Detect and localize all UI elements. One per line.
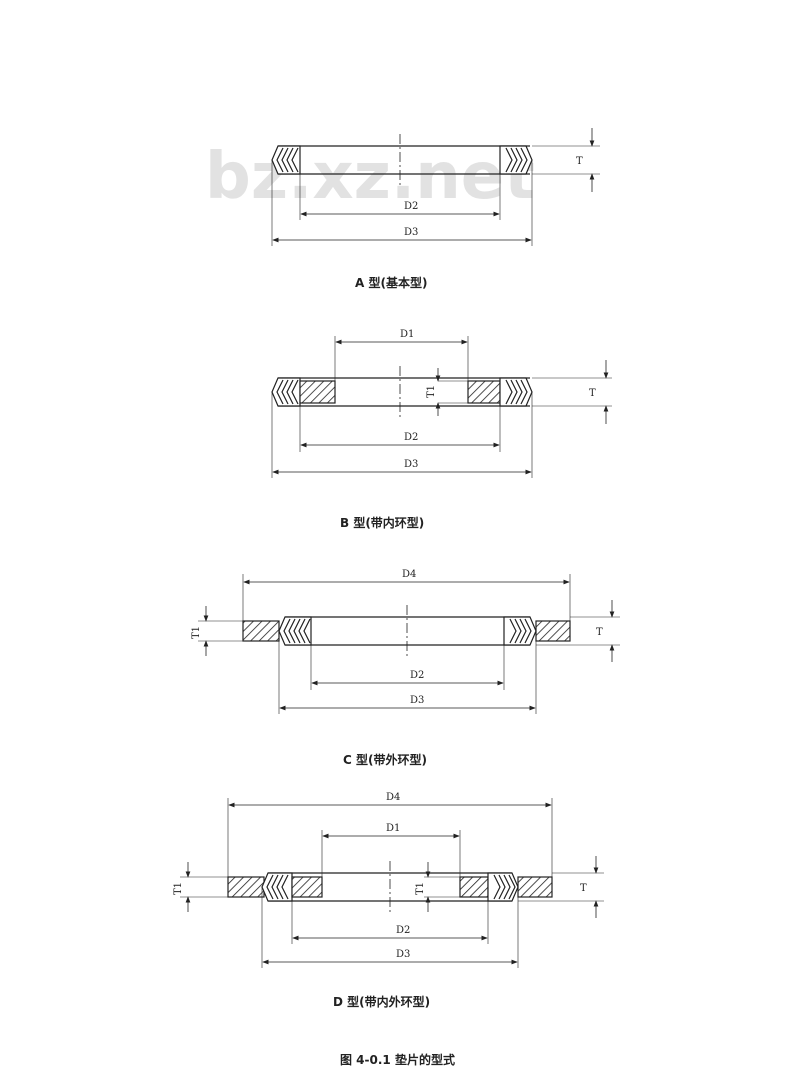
dim-d2-label: D2 — [396, 925, 410, 936]
dim-d4-label: D4 — [386, 792, 400, 803]
dim-d2-label: D2 — [404, 201, 418, 212]
dim-d3-label: D3 — [410, 695, 424, 706]
outer-ring-right — [535, 620, 571, 642]
type-d-drawing: D4 D1 T1 T1 T D2 D3 — [173, 792, 604, 968]
dim-d3-label: D3 — [396, 949, 410, 960]
dim-d3-label: D3 — [404, 227, 418, 238]
dim-t-label: T — [589, 388, 596, 399]
watermark: bz.xz.net — [205, 140, 535, 214]
type-a-drawing: T D2 D3 — [271, 128, 600, 246]
spiral-winding-left — [278, 616, 312, 646]
outer-ring-left — [242, 620, 280, 642]
spiral-winding-right — [499, 145, 533, 175]
dim-d2-label: D2 — [410, 670, 424, 681]
spiral-winding-right — [503, 616, 537, 646]
inner-ring-right — [467, 380, 501, 404]
dim-d1-label: D1 — [386, 823, 400, 834]
dim-t1-label: T1 — [173, 882, 184, 895]
spiral-winding-right — [487, 872, 519, 902]
dim-d3-label: D3 — [404, 459, 418, 470]
inner-ring-left — [291, 876, 323, 898]
type-a-caption: A 型(基本型) — [355, 275, 427, 290]
spiral-winding-left — [261, 872, 293, 902]
inner-ring-right — [459, 876, 489, 898]
inner-ring-left — [299, 380, 336, 404]
dim-t-label: T — [596, 627, 603, 638]
figure-caption: 图 4-0.1 垫片的型式 — [340, 1052, 455, 1067]
spiral-winding-left — [271, 145, 301, 175]
dim-t1-label: T1 — [426, 385, 437, 398]
type-b-drawing: D1 T1 T D2 D3 — [271, 329, 612, 478]
dim-d1-label: D1 — [400, 329, 414, 340]
dim-t1-label: T1 — [191, 626, 202, 639]
outer-ring-left — [227, 876, 265, 898]
type-c-drawing: D4 T1 T D2 D3 — [191, 569, 620, 714]
dim-t-label: T — [576, 156, 583, 167]
dim-d4-label: D4 — [402, 569, 416, 580]
dim-t-label: T — [580, 883, 587, 894]
dim-d2-label: D2 — [404, 432, 418, 443]
type-c-caption: C 型(带外环型) — [343, 752, 427, 767]
dim-t1-inner-label: T1 — [415, 882, 426, 895]
spiral-winding-right — [499, 377, 533, 407]
type-d-caption: D 型(带内外环型) — [333, 994, 430, 1009]
type-b-caption: B 型(带内环型) — [340, 515, 424, 530]
outer-ring-right — [517, 876, 553, 898]
spiral-winding-left — [271, 377, 301, 407]
